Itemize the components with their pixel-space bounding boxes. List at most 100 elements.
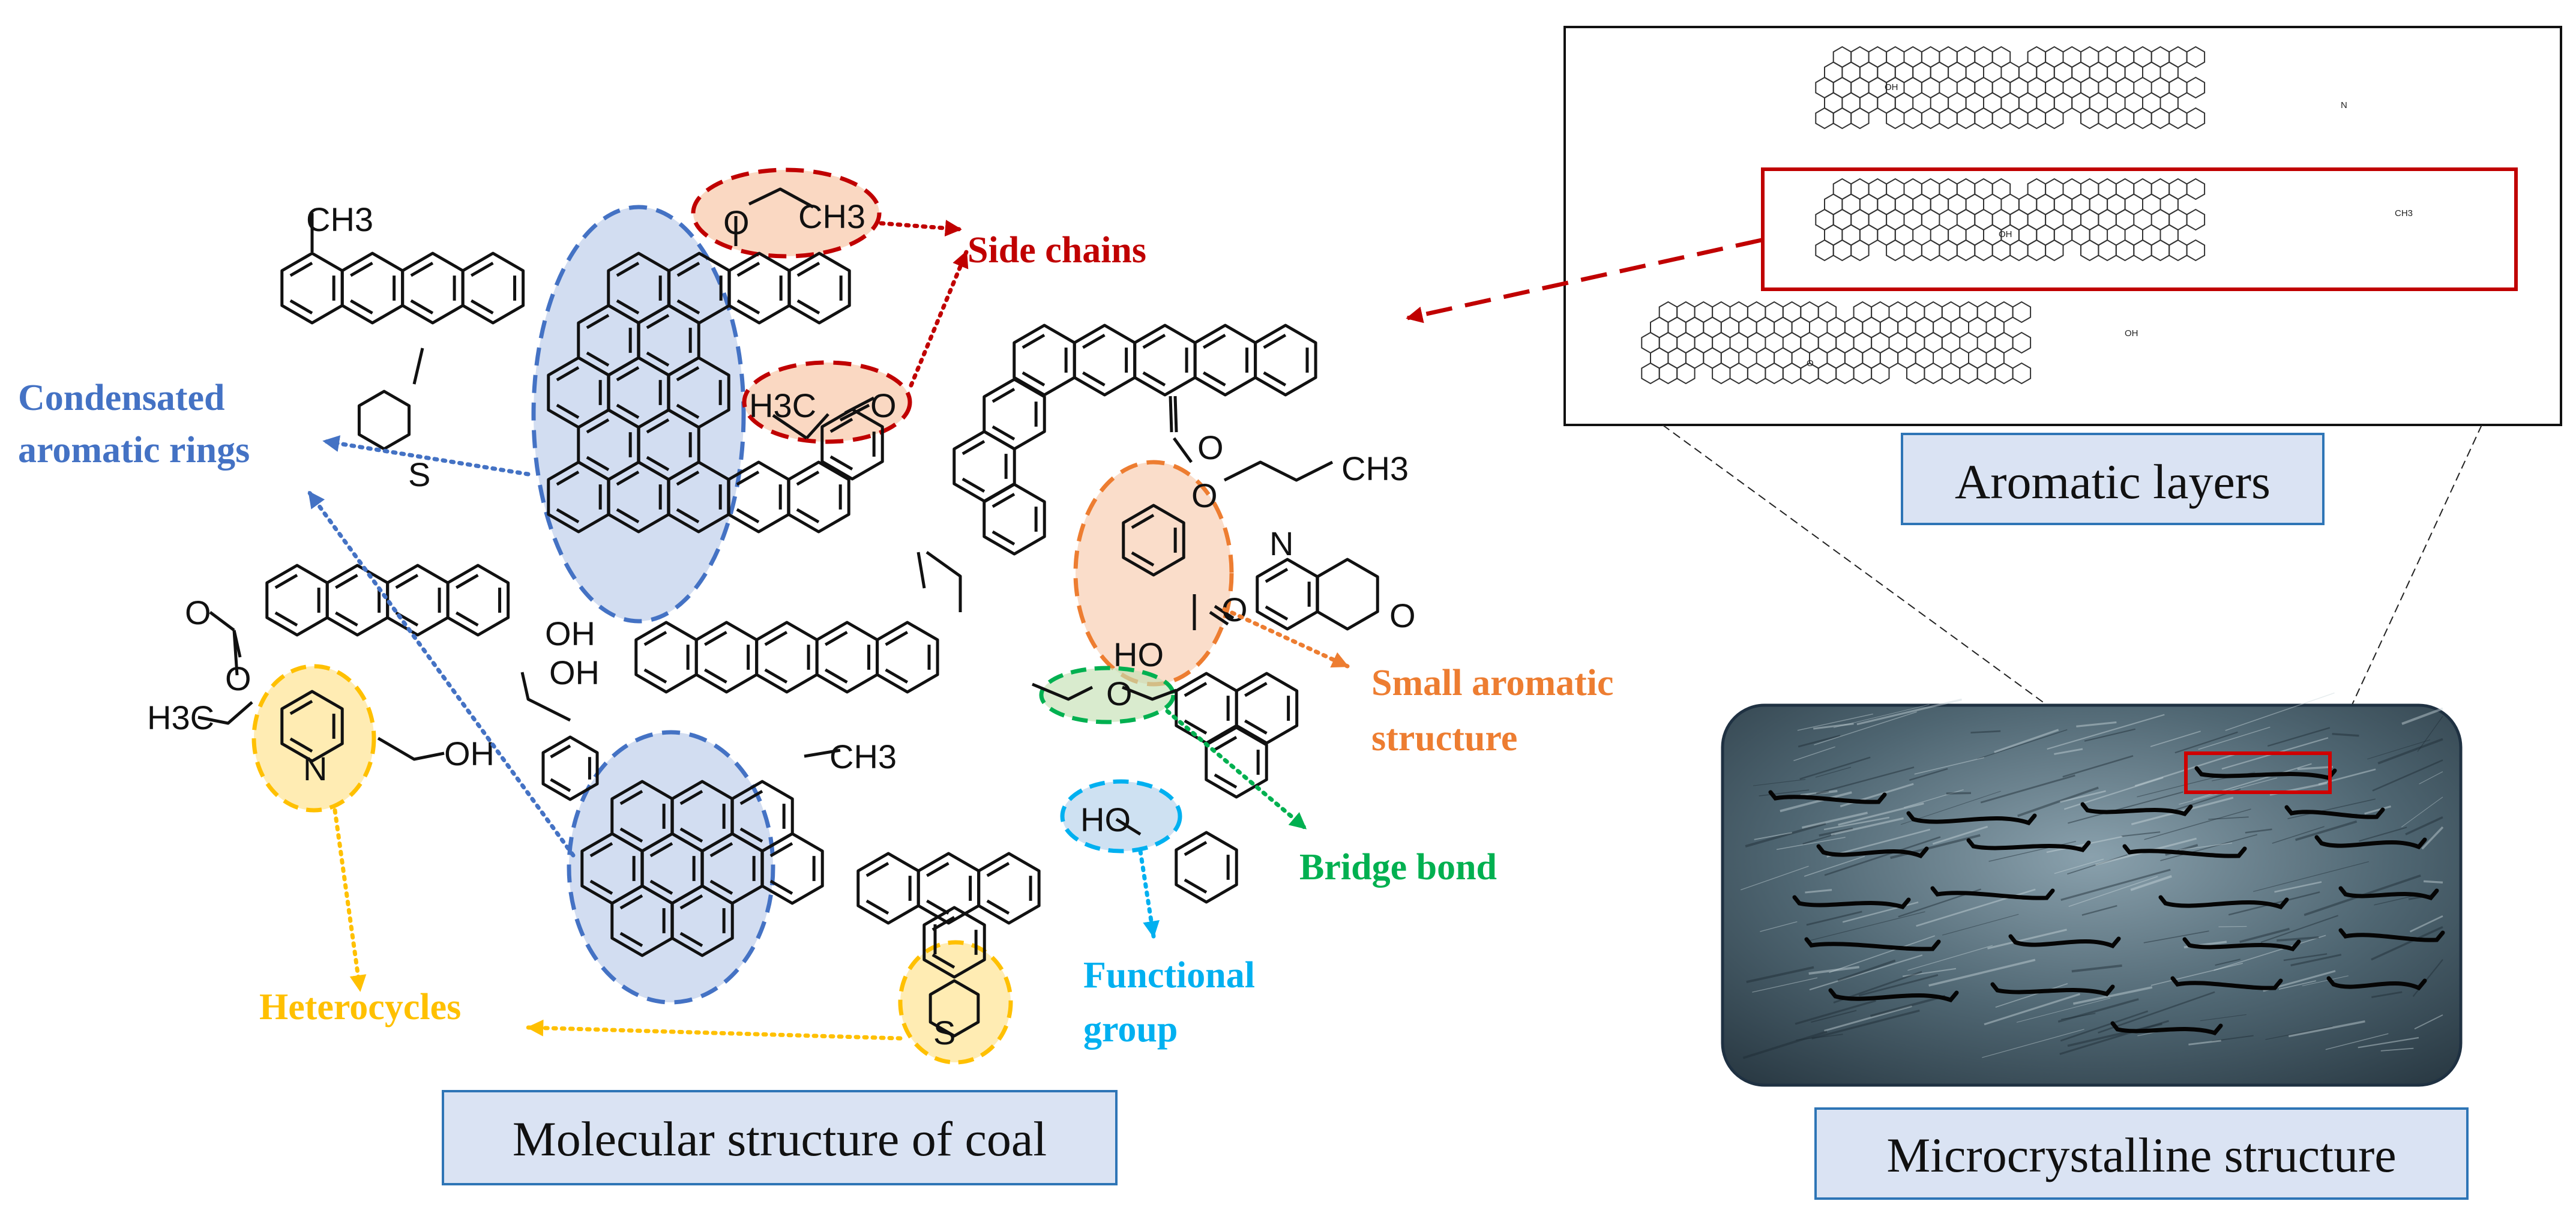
ring: [760, 832, 824, 905]
crystallite: [2284, 805, 2385, 819]
texture-streak: [1760, 921, 1798, 932]
ring: [1235, 672, 1299, 745]
texture-streak: [2371, 926, 2443, 961]
texture-streak: [1780, 791, 1852, 813]
atom-o-ethyl: O: [723, 203, 750, 241]
texture-streak: [2143, 930, 2209, 944]
texture-streak: [2412, 959, 2443, 997]
crystallite: [1792, 895, 1911, 910]
texture-streak: [2414, 1014, 2443, 1030]
label-condensed-line2: aromatic rings: [18, 430, 250, 471]
crystallite: [1990, 982, 2115, 996]
double-bond: [274, 611, 298, 627]
layer-ring: [1850, 239, 1870, 262]
texture-streak: [2081, 904, 2117, 916]
double-bond: [1214, 773, 1238, 789]
texture-streak: [2218, 926, 2247, 927]
texture-streak: [1793, 746, 1835, 762]
crystallite: [2338, 886, 2439, 901]
texture-streak: [2198, 726, 2271, 750]
crystallite: [2338, 928, 2445, 942]
ring: [280, 690, 344, 763]
texture-streak: [2225, 692, 2335, 731]
mini-label-4: N: [2341, 100, 2347, 110]
texture-streak: [1804, 855, 1865, 877]
double-bond: [646, 314, 670, 330]
texture-streak: [2072, 986, 2153, 1005]
double-bond: [616, 471, 640, 486]
double-bond: [619, 790, 643, 805]
texture-streak: [2401, 707, 2443, 725]
texture-streak: [1746, 966, 1814, 983]
texture-streak: [1994, 729, 2059, 753]
texture-streak: [1824, 836, 1941, 876]
layer-ring: [2186, 107, 2206, 130]
double-bond: [1263, 371, 1287, 387]
texture-streak: [2060, 1013, 2096, 1020]
texture-streak: [2212, 1035, 2254, 1042]
double-bond: [736, 299, 760, 315]
zoom-guide-right: [2328, 424, 2482, 756]
double-bond: [679, 932, 703, 947]
texture-streak: [2302, 975, 2349, 986]
texture-streak: [2359, 826, 2407, 842]
texture-streak: [2017, 786, 2099, 817]
double-bond: [796, 471, 820, 486]
micrograph-texture: [1740, 692, 2444, 1059]
double-bond: [646, 351, 670, 367]
texture-streak: [2419, 771, 2443, 784]
functional-group-highlight: [1060, 779, 1182, 853]
mini-label-2: OH: [1999, 229, 2012, 239]
annotation-arrows: [307, 220, 1350, 1041]
double-bond: [1142, 334, 1166, 349]
texture-streak: [2265, 1026, 2333, 1040]
layer-ring: [2186, 46, 2206, 68]
texture-streak: [1838, 802, 1924, 826]
double-bond: [1142, 371, 1166, 387]
double-bond: [1184, 682, 1208, 697]
molecule-bonds: [265, 251, 1379, 1038]
aromatic-mini-labels: OH OH CH3 N O OH: [1807, 82, 2413, 369]
atom-o-prop-1: O: [1197, 429, 1224, 466]
texture-streak: [2150, 730, 2201, 747]
texture-streak: [2274, 881, 2322, 893]
double-bond: [1214, 736, 1238, 751]
double-bond: [589, 842, 613, 858]
texture-streak: [2067, 854, 2128, 875]
texture-streak: [1759, 789, 1810, 796]
double-bond: [764, 668, 788, 684]
atom-ch3-mid: CH3: [829, 738, 897, 775]
texture-streak: [2060, 790, 2106, 803]
texture-streak: [1984, 993, 2080, 1026]
atom-n-pyr: N: [303, 750, 327, 787]
texture-streak: [1753, 779, 1806, 786]
mini-label-3: CH3: [2395, 208, 2413, 218]
double-bond: [829, 455, 853, 471]
label-side-chains: Side chains: [968, 230, 1146, 271]
caption-micro: [1814, 1107, 2469, 1200]
double-bond: [1202, 334, 1226, 349]
condensed-ring-highlight-top: [531, 205, 746, 624]
atom-o-bridge: O: [1106, 675, 1133, 712]
double-bond: [679, 894, 703, 910]
crystallite: [2110, 1021, 2223, 1036]
texture-streak: [1987, 929, 2067, 950]
double-bond: [709, 879, 733, 895]
double-bond: [619, 894, 643, 910]
ring: [787, 460, 850, 534]
double-bond: [1082, 371, 1106, 387]
selected-crystallite-box: [2184, 751, 2332, 794]
atom-o-acetyl: O: [870, 387, 897, 424]
ring: [1254, 324, 1317, 397]
texture-streak: [2260, 915, 2339, 943]
double-bond: [616, 366, 640, 382]
double-bond: [676, 299, 700, 315]
double-bond: [649, 842, 673, 858]
texture-streak: [2283, 953, 2328, 962]
texture-streak: [2068, 791, 2183, 824]
selected-layer-box: [1761, 167, 2518, 291]
layer-ring: [2186, 239, 2206, 262]
double-bond: [619, 827, 643, 843]
double-bond: [550, 744, 571, 759]
